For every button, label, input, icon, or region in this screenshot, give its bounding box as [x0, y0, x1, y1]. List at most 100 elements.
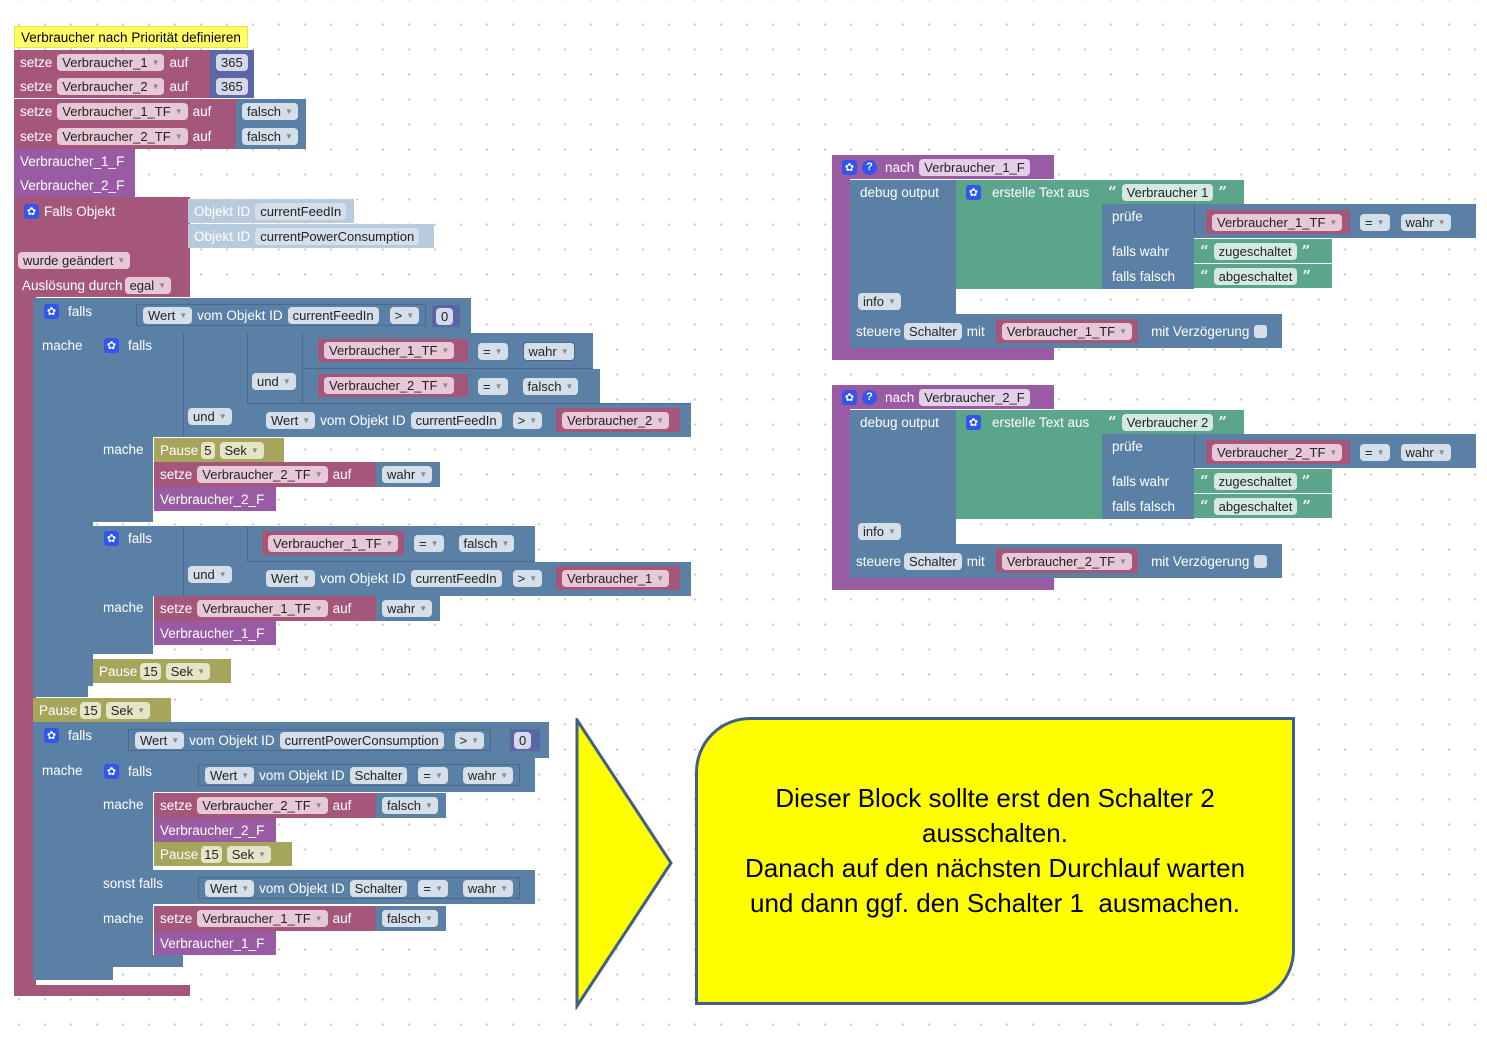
property-dropdown[interactable]: Wert▼ — [135, 731, 185, 749]
delay-checkbox[interactable] — [1254, 554, 1268, 568]
boolean-block[interactable]: falsch▼ — [236, 124, 306, 149]
number-block[interactable]: 0 — [510, 729, 540, 751]
pause-block[interactable]: Pause 15 Sek▼ — [93, 659, 231, 683]
set-block[interactable]: setze Verbraucher_1_TF▼ auf — [154, 906, 376, 931]
number-block[interactable]: 0 — [432, 305, 460, 327]
text-field[interactable]: Verbraucher 2 — [1121, 413, 1214, 431]
variable-dropdown[interactable]: Verbraucher_1_TF▼ — [57, 103, 188, 120]
object-value-block[interactable]: Wert▼ vom Objekt ID currentFeedIn >▼ — [260, 409, 548, 431]
variable-block[interactable]: Verbraucher_2_TF▼ — [995, 549, 1139, 573]
boolean-dropdown[interactable]: falsch▼ — [382, 910, 438, 927]
number-field[interactable]: 365 — [216, 77, 248, 95]
variable-dropdown[interactable]: Verbraucher_2▼ — [57, 77, 165, 95]
boolean-dropdown[interactable]: wahr▼ — [382, 600, 433, 617]
object-id-block[interactable]: Objekt ID currentPowerConsumption — [188, 224, 434, 248]
number-block[interactable]: 365 — [210, 50, 254, 74]
object-id-field[interactable]: currentFeedIn — [410, 411, 502, 429]
variable-block[interactable]: Verbraucher_1_TF▼ — [1206, 210, 1350, 234]
object-id-field[interactable]: currentFeedIn — [287, 306, 379, 324]
variable-dropdown[interactable]: Verbraucher_2_TF▼ — [197, 797, 328, 814]
gear-icon[interactable]: ✿ — [842, 159, 857, 175]
change-dropdown[interactable]: wurde geändert▼ — [18, 251, 131, 269]
number-field[interactable]: 0 — [436, 307, 454, 325]
variable-dropdown[interactable]: Verbraucher_1▼ — [562, 569, 670, 587]
gear-icon[interactable]: ✿ — [104, 337, 119, 353]
text-field[interactable]: zugeschaltet — [1213, 242, 1297, 260]
set-block[interactable]: setze Verbraucher_1_TF▼ auf — [14, 99, 238, 124]
operator-dropdown[interactable]: =▼ — [418, 879, 448, 897]
object-value-block[interactable]: Wert▼ vom Objekt ID Schalter =▼ wahr▼ — [198, 877, 520, 899]
pause-unit-dropdown[interactable]: Sek▼ — [105, 701, 151, 719]
boolean-dropdown[interactable]: wahr▼ — [1400, 213, 1451, 231]
control-block[interactable]: steuere Schalter mit Verbraucher_2_TF▼ m… — [850, 544, 1282, 578]
control-block[interactable]: steuere Schalter mit Verbraucher_1_TF▼ m… — [850, 314, 1282, 348]
variable-block[interactable]: Verbraucher_1_TF▼ — [995, 319, 1139, 343]
object-value-block[interactable]: Wert▼ vom Objekt ID currentFeedIn >▼ — [136, 304, 427, 326]
ternary-block[interactable] — [1102, 434, 1194, 519]
function-call-block[interactable]: Verbraucher_1_F — [154, 621, 276, 645]
function-call-block[interactable]: Verbraucher_2_F — [14, 173, 135, 197]
set-block[interactable]: setze Verbraucher_1_TF▼ auf — [154, 596, 376, 621]
object-id-block[interactable]: Objekt ID currentFeedIn — [188, 199, 354, 223]
function-call-block[interactable]: Verbraucher_2_F — [154, 487, 276, 511]
delay-checkbox[interactable] — [1254, 324, 1268, 338]
pause-value-field[interactable]: 15 — [140, 662, 161, 680]
boolean-dropdown[interactable]: falsch▼ — [242, 128, 298, 145]
object-id-field[interactable]: currentFeedIn — [410, 569, 502, 587]
text-literal-block[interactable]: “ Verbraucher 2 ” — [1102, 410, 1244, 434]
text-literal-block[interactable]: “ zugeschaltet ” — [1194, 469, 1332, 493]
pause-block[interactable]: Pause 15 Sek▼ — [154, 842, 292, 866]
boolean-dropdown[interactable]: wahr▼ — [382, 466, 433, 483]
gear-icon[interactable]: ✿ — [966, 414, 981, 430]
boolean-dropdown[interactable]: wahr▼ — [462, 879, 513, 897]
operator-dropdown[interactable]: =▼ — [414, 534, 444, 552]
variable-dropdown[interactable]: Verbraucher_2_TF▼ — [1001, 552, 1133, 570]
number-field[interactable]: 365 — [216, 53, 248, 71]
inner-if-block[interactable] — [93, 758, 535, 792]
variable-block[interactable]: Verbraucher_2_TF▼ — [1206, 440, 1350, 464]
function-name-field[interactable]: Verbraucher_2_F — [919, 388, 1030, 406]
pause-value-field[interactable]: 15 — [201, 845, 222, 863]
pause-unit-dropdown[interactable]: Sek▼ — [219, 441, 264, 459]
property-dropdown[interactable]: Wert▼ — [205, 879, 255, 897]
boolean-dropdown[interactable]: falsch▼ — [382, 797, 438, 814]
variable-block[interactable]: Verbraucher_1▼ — [556, 566, 680, 590]
operator-dropdown[interactable]: >▼ — [454, 731, 485, 749]
variable-dropdown[interactable]: Verbraucher_1_TF▼ — [197, 910, 328, 927]
set-block[interactable]: setze Verbraucher_1▼ auf — [14, 50, 212, 74]
pause-unit-dropdown[interactable]: Sek▼ — [226, 845, 272, 863]
variable-block[interactable]: Verbraucher_2_TF▼ — [318, 374, 468, 397]
text-literal-block[interactable]: “ Verbraucher 1 ” — [1102, 180, 1244, 204]
operator-dropdown[interactable]: =▼ — [478, 377, 508, 395]
object-id-field[interactable]: Schalter — [349, 879, 408, 897]
set-block[interactable]: setze Verbraucher_2_TF▼ auf — [154, 462, 376, 487]
set-block[interactable]: setze Verbraucher_2_TF▼ auf — [14, 124, 238, 149]
boolean-dropdown[interactable]: wahr▼ — [1400, 443, 1451, 461]
object-id-field[interactable]: Schalter — [904, 322, 962, 340]
help-icon[interactable]: ? — [862, 159, 877, 175]
property-dropdown[interactable]: Wert▼ — [266, 569, 316, 587]
log-level-dropdown[interactable]: info▼ — [858, 522, 901, 540]
gear-icon[interactable]: ✿ — [24, 203, 39, 219]
function-call-block[interactable]: Verbraucher_2_F — [154, 818, 276, 842]
object-value-block[interactable]: Wert▼ vom Objekt ID Schalter =▼ wahr▼ — [198, 764, 520, 786]
text-literal-block[interactable]: “ zugeschaltet ” — [1194, 239, 1332, 263]
operator-dropdown[interactable]: >▼ — [512, 411, 543, 429]
gear-icon[interactable]: ✿ — [966, 184, 981, 200]
text-field[interactable]: abgeschaltet — [1213, 497, 1298, 515]
variable-dropdown[interactable]: Verbraucher_2_TF▼ — [324, 377, 455, 394]
and-dropdown[interactable]: und▼ — [188, 407, 232, 425]
variable-dropdown[interactable]: Verbraucher_2▼ — [562, 411, 670, 429]
pause-block[interactable]: Pause 15 Sek▼ — [33, 698, 171, 722]
boolean-block[interactable]: wahr▼ — [376, 462, 440, 487]
variable-dropdown[interactable]: Verbraucher_1_TF▼ — [268, 534, 399, 552]
variable-dropdown[interactable]: Verbraucher_2_TF▼ — [1212, 443, 1343, 461]
operator-dropdown[interactable]: =▼ — [418, 766, 448, 784]
number-block[interactable]: 365 — [210, 74, 254, 98]
variable-block[interactable]: Verbraucher_1_TF▼ — [318, 339, 468, 362]
object-id-field[interactable]: Schalter — [904, 552, 962, 570]
help-icon[interactable]: ? — [862, 389, 877, 405]
object-id-field[interactable]: currentFeedIn — [255, 202, 347, 220]
operator-dropdown[interactable]: >▼ — [389, 306, 420, 324]
gear-icon[interactable]: ✿ — [44, 727, 59, 743]
